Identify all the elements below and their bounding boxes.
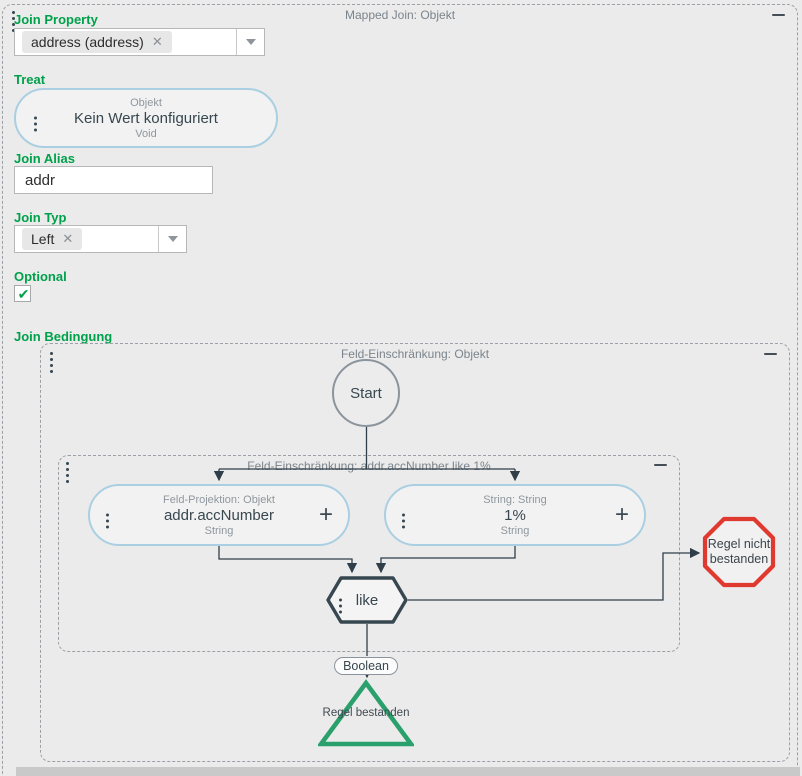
field-projection-node[interactable]: Feld-Projektion: Objekt addr.accNumber S…: [88, 484, 350, 546]
collapse-icon[interactable]: [772, 14, 785, 16]
node-value: 1%: [504, 506, 526, 524]
operator-label: like: [355, 591, 379, 609]
rule-not-passed-label: Regel nicht bestanden: [707, 537, 771, 566]
join-property-label: Join Property: [14, 12, 98, 27]
node-type: Objekt: [130, 96, 162, 109]
remove-icon[interactable]: ✕: [151, 34, 163, 49]
drag-handle-icon[interactable]: [50, 352, 53, 355]
drag-handle-icon[interactable]: [339, 598, 342, 602]
join-bedingung-label: Join Bedingung: [14, 329, 113, 344]
drag-handle-icon[interactable]: [66, 462, 69, 465]
join-typ-label: Join Typ: [14, 210, 67, 225]
dropdown-button[interactable]: [158, 226, 186, 252]
join-property-chip[interactable]: address (address) ✕: [22, 31, 172, 53]
condition-panel: Feld-Einschränkung: Objekt: [40, 343, 790, 762]
join-typ-chip[interactable]: Left ✕: [22, 228, 83, 250]
check-icon: ✔: [17, 286, 30, 302]
collapse-icon[interactable]: [764, 353, 777, 355]
join-alias-input[interactable]: [14, 166, 213, 194]
node-value: Kein Wert konfiguriert: [74, 109, 218, 127]
node-subtype: String: [204, 524, 234, 537]
mapped-join-panel: Mapped Join: Objekt: [2, 4, 798, 776]
string-literal-node[interactable]: String: String 1% String +: [384, 484, 646, 546]
panel-title: Mapped Join: Objekt: [344, 8, 456, 22]
like-operator-node[interactable]: like: [326, 576, 408, 624]
node-value: addr.accNumber: [163, 506, 275, 524]
treat-node[interactable]: Objekt Kein Wert konfiguriert Void: [14, 88, 278, 148]
start-node[interactable]: Start: [332, 359, 400, 427]
rule-not-passed-node[interactable]: Regel nicht bestanden: [702, 516, 776, 588]
add-icon[interactable]: +: [614, 501, 629, 528]
node-type: Feld-Projektion: Objekt: [163, 493, 275, 506]
octagon-shape: [702, 516, 776, 588]
panel-title: Feld-Einschränkung: addr.accNumber like …: [247, 459, 491, 473]
rule-passed-label: Regel bestanden: [322, 707, 410, 719]
drag-handle-icon[interactable]: [106, 513, 109, 517]
node-type: String: String: [483, 493, 547, 506]
treat-label: Treat: [14, 72, 46, 87]
optional-checkbox[interactable]: ✔: [14, 285, 31, 302]
join-alias-label: Join Alias: [14, 151, 75, 166]
add-icon[interactable]: +: [318, 501, 333, 528]
dropdown-button[interactable]: [236, 29, 264, 55]
optional-label: Optional: [14, 269, 67, 284]
chevron-down-icon: [167, 236, 178, 242]
drag-handle-icon[interactable]: [402, 513, 405, 517]
node-subtype: Void: [135, 127, 157, 140]
output-type-badge: Boolean: [334, 657, 398, 675]
node-subtype: String: [500, 524, 530, 537]
triangle-shape: [316, 679, 416, 747]
drag-handle-icon[interactable]: [12, 11, 15, 14]
horizontal-scrollbar[interactable]: [16, 767, 800, 776]
rule-passed-node[interactable]: Regel bestanden: [316, 679, 416, 747]
remove-icon[interactable]: ✕: [62, 231, 74, 246]
collapse-icon[interactable]: [654, 464, 667, 466]
join-typ-select[interactable]: Left ✕: [14, 225, 187, 253]
panel-title: Feld-Einschränkung: Objekt: [340, 347, 490, 361]
chevron-down-icon: [245, 39, 256, 45]
drag-handle-icon[interactable]: [34, 116, 37, 120]
hexagon-shape: [326, 576, 408, 624]
join-property-select[interactable]: address (address) ✕: [14, 28, 265, 56]
